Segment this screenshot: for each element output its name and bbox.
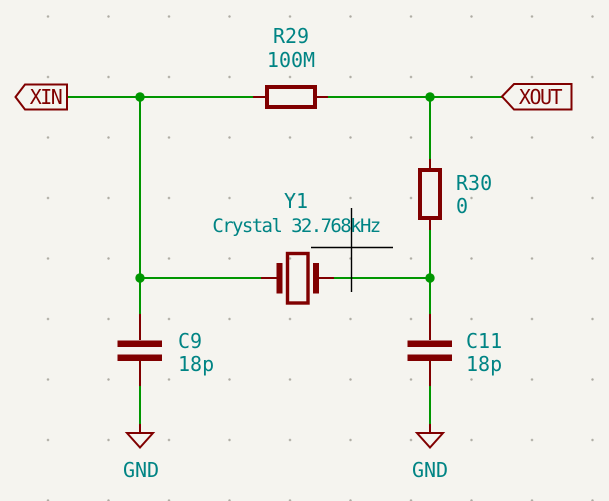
capacitor-c9[interactable]: C9 18p [117, 314, 215, 386]
c9-reference[interactable]: C9 [178, 329, 202, 353]
r29-reference[interactable]: R29 [273, 24, 309, 48]
r30-reference[interactable]: R30 [456, 171, 492, 195]
junction-mid-right[interactable] [425, 273, 435, 283]
capacitor-c11[interactable]: C11 18p [407, 314, 503, 386]
hier-label-xin-outline[interactable] [14, 83, 68, 111]
gnd-right-label[interactable]: GND [412, 458, 448, 482]
r30-value[interactable]: 0 [456, 194, 468, 218]
y1-reference[interactable]: Y1 [284, 189, 308, 213]
gnd-left-label[interactable]: GND [123, 458, 159, 482]
crystal-y1[interactable]: Y1 Crystal 32.768kHz [212, 189, 381, 305]
junction-mid-left[interactable] [135, 273, 145, 283]
gnd-right-triangle-icon[interactable] [414, 432, 446, 449]
y1-body[interactable] [285, 251, 310, 305]
wires [67, 96, 502, 425]
c9-plate-bottom[interactable] [117, 354, 163, 362]
y1-value[interactable]: Crystal 32.768kHz [212, 215, 381, 237]
gnd-left-triangle-icon[interactable] [124, 432, 156, 449]
resistor-r30[interactable]: R30 0 [418, 159, 492, 230]
c11-plate-top[interactable] [407, 340, 453, 348]
r29-value[interactable]: 100M [267, 48, 315, 72]
y1-plate-left[interactable] [276, 263, 283, 294]
c11-value[interactable]: 18p [466, 352, 502, 376]
hier-label-xout-outline[interactable] [500, 83, 573, 111]
r30-body[interactable] [418, 168, 442, 220]
gnd-symbol-right[interactable]: GND [412, 424, 448, 482]
hier-label-xin[interactable]: XIN [14, 83, 68, 111]
crosshair-cursor [311, 208, 393, 292]
c9-value[interactable]: 18p [178, 352, 214, 376]
junction-top-left[interactable] [135, 92, 145, 102]
c9-plate-top[interactable] [117, 340, 163, 348]
r29-body[interactable] [265, 85, 317, 109]
junction-top-right[interactable] [425, 92, 435, 102]
y1-plate-right[interactable] [313, 263, 319, 294]
hier-label-xout-text[interactable]: XOUT [519, 85, 564, 109]
hier-label-xin-text[interactable]: XIN [30, 85, 64, 109]
junctions [135, 92, 435, 283]
c11-plate-bottom[interactable] [407, 354, 453, 362]
c11-reference[interactable]: C11 [466, 329, 502, 353]
gnd-symbol-left[interactable]: GND [123, 424, 159, 482]
hier-label-xout[interactable]: XOUT [500, 83, 573, 111]
resistor-r29[interactable]: R29 100M [253, 24, 328, 109]
